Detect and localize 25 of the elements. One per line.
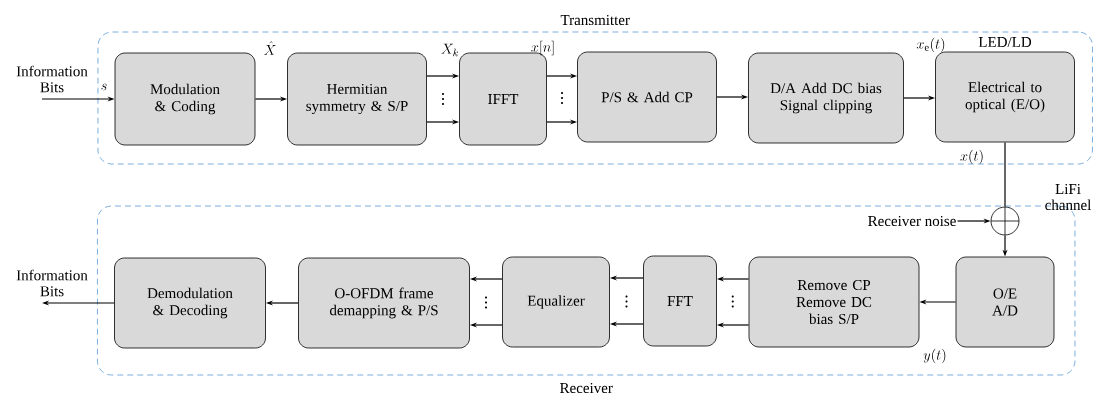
process-box: O-OFDM frame demapping & P/S [298,257,470,349]
signal-label: $s$ [101,83,107,91]
process-box: Demodulation & Decoding [114,257,266,349]
node-label: Receiver [560,382,613,394]
process-box: Electrical to optical (E/O) [935,51,1075,143]
process-box: Remove CP Remove DC bias S/P [748,256,920,348]
node-label: Transmitter [560,14,630,26]
signal-label: $X_k$ [441,43,459,57]
text-label: Receiver noise [868,215,956,227]
signal-label: $y(t)$ [923,348,946,364]
adder-symbol [990,206,1020,236]
channel-label: LiFi channel [1045,183,1092,211]
process-box: P/S & Add CP [577,51,717,143]
device-label: LED/LD [978,37,1032,47]
text-label: Information Bits [16,269,88,297]
text-label: Information Bits [16,65,88,93]
process-box: Modulation & Coding [114,52,256,146]
process-box: Hermitian symmetry & S/P [287,52,427,146]
process-box: D/A Add DC bias Signal clipping [748,52,904,144]
signal-label: $x(t)$ [960,149,983,165]
process-box: Equalizer [502,256,610,348]
process-box: FFT [643,255,717,347]
signal-label: $\hat{X}$ [263,41,276,55]
process-box: O/E A/D [955,256,1055,348]
signal-label: $x_{\mathrm{e}}(t)$ [916,37,945,53]
